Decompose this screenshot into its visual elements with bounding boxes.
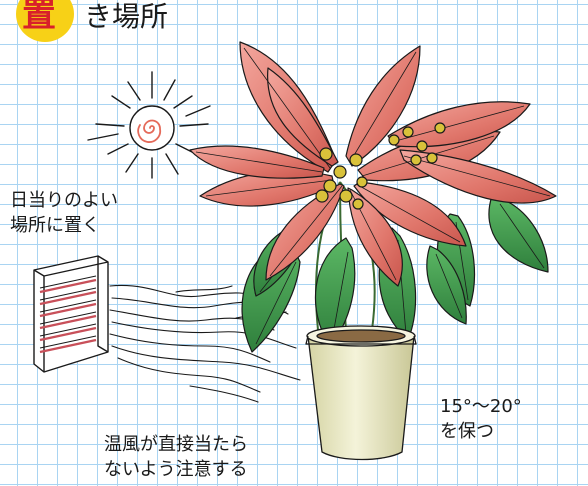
title-text: き場所 bbox=[84, 0, 169, 33]
flower-pot-icon bbox=[305, 325, 417, 461]
poinsettia-icon bbox=[189, 41, 557, 353]
caption-line: 場所に置く bbox=[10, 215, 100, 236]
sun-icon bbox=[87, 71, 211, 179]
caption-line: 日当りのよい bbox=[10, 190, 118, 211]
heater-icon bbox=[33, 255, 109, 373]
caption-warm-air: 温風が直接当たら ないよう注意する bbox=[104, 432, 248, 482]
caption-line: ないよう注意する bbox=[104, 459, 248, 480]
caption-temperature: 15°～20° を保つ bbox=[440, 394, 522, 444]
caption-line: を保つ bbox=[440, 421, 494, 442]
caption-sunlight: 日当りのよい 場所に置く bbox=[10, 188, 118, 238]
caption-line: 15°～20° bbox=[440, 396, 522, 417]
title-kanji: 置 bbox=[22, 0, 56, 35]
caption-line: 温風が直接当たら bbox=[104, 434, 248, 455]
